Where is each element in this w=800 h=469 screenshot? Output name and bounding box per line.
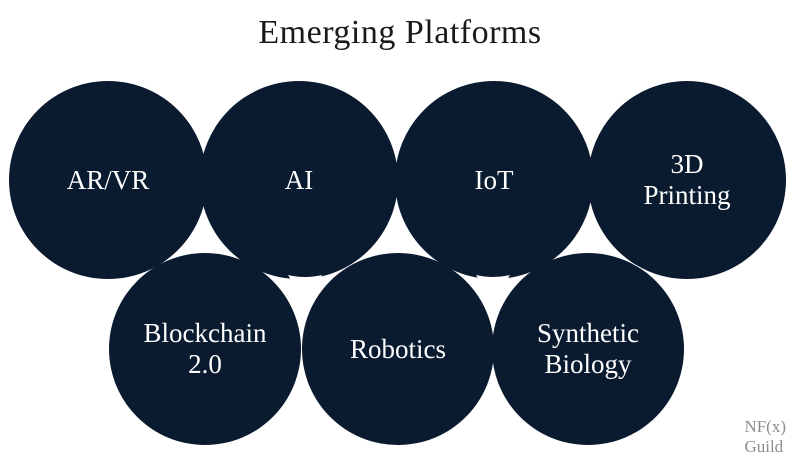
arrow-down-icon — [476, 275, 510, 303]
top-row-circles — [9, 81, 786, 279]
node-circle-ai[interactable] — [200, 81, 398, 279]
watermark-nfx-guild: NF(x) Guild — [744, 417, 786, 456]
arrow-up-icon — [570, 221, 604, 249]
arrow-up-icon — [190, 221, 224, 249]
node-circle-robotics[interactable] — [302, 253, 494, 445]
up-arrow-connectors — [190, 221, 604, 249]
arrow-down-icon — [288, 275, 322, 303]
node-circle-synthetic-biology[interactable] — [492, 253, 684, 445]
node-circle-blockchain-2-0[interactable] — [109, 253, 301, 445]
down-arrow-connectors — [288, 275, 510, 303]
bottom-row-circles — [109, 253, 684, 445]
node-circle-ar-vr[interactable] — [9, 81, 207, 279]
node-circle-iot[interactable] — [395, 81, 593, 279]
arrow-up-icon — [376, 221, 410, 249]
page-title: Emerging Platforms — [258, 14, 542, 51]
node-circle-3d-printing[interactable] — [588, 81, 786, 279]
